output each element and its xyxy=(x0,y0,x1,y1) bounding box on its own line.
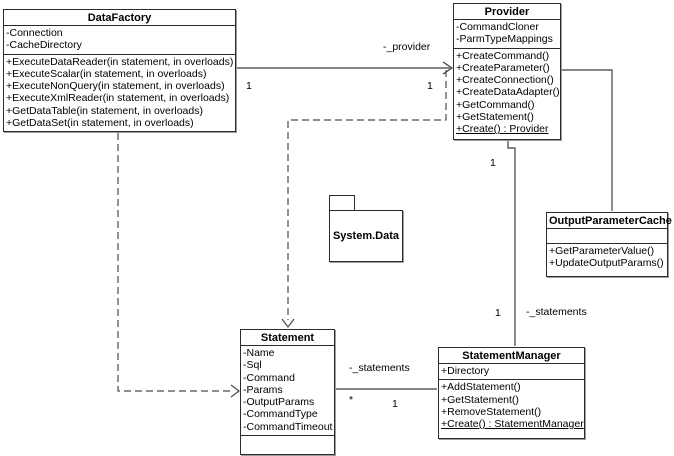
member: -Sql xyxy=(243,359,262,372)
class-box-provider: Provider -CommandCloner-ParmTypeMappings… xyxy=(453,3,561,140)
attributes-compartment: -Connection-CacheDirectory xyxy=(4,25,235,54)
member: +Directory xyxy=(441,365,490,377)
multiplicity-statementmanager-left: 1 xyxy=(392,398,398,410)
association-provider-statementmanager xyxy=(507,140,516,346)
open-arrowhead-statement-left xyxy=(230,384,240,398)
class-title: Statement xyxy=(260,332,315,344)
dependency-datafactory-statement xyxy=(117,133,234,392)
class-box-statementmanager: StatementManager +Directory +AddStatemen… xyxy=(438,347,585,439)
member: -CacheDirectory xyxy=(6,39,82,52)
class-box-outputparametercache: OutputParameterCache +GetParameterValue(… xyxy=(546,212,672,277)
member: +CreateParameter() xyxy=(456,61,550,74)
member: +RemoveStatement() xyxy=(441,405,542,418)
member: +Create() : StatementManager xyxy=(441,418,584,431)
member: +ExecuteNonQuery(in statement, in overlo… xyxy=(6,80,225,93)
member: +GetDataTable(in statement, in overloads… xyxy=(6,104,203,117)
member: +ExecuteDataReader(in statement, in over… xyxy=(6,55,234,68)
member: -Connection xyxy=(6,27,63,39)
attributes-compartment: +Directory xyxy=(439,363,584,379)
member: -Params xyxy=(243,383,283,396)
class-title: DataFactory xyxy=(87,12,152,24)
member: -ParmTypeMappings xyxy=(456,33,553,46)
association-provider-outputparametercache xyxy=(561,69,613,211)
member: +GetParameterValue() xyxy=(549,245,655,257)
member: +GetStatement() xyxy=(456,111,534,124)
attributes-compartment: -Name-Sql-Command-Params-OutputParams-Co… xyxy=(241,345,334,435)
member: +AddStatement() xyxy=(441,381,521,394)
member: -Name xyxy=(243,347,275,359)
member: -CommandCloner xyxy=(456,21,539,33)
class-title: OutputParameterCache xyxy=(549,215,672,227)
attributes-compartment: -CommandCloner-ParmTypeMappings xyxy=(454,19,560,48)
methods-compartment: +GetParameterValue()+UpdateOutputParams(… xyxy=(547,243,667,276)
member: -OutputParams xyxy=(243,396,315,409)
member: +CreateConnection() xyxy=(456,74,554,87)
member: +CreateDataAdapter() xyxy=(456,86,560,99)
role-label-provider: -_provider xyxy=(383,41,431,53)
methods-compartment: +CreateCommand()+CreateParameter()+Creat… xyxy=(454,47,560,139)
dependency-provider-statement xyxy=(287,70,447,320)
multiplicity-statementmanager-top: 1 xyxy=(495,307,501,319)
package-name: System.Data xyxy=(332,230,400,242)
multiplicity-datafactory-end: 1 xyxy=(246,80,252,92)
member: +ExecuteScalar(in statement, in overload… xyxy=(6,67,207,80)
methods-compartment xyxy=(241,435,334,454)
role-label-statements-vertical: -_statements xyxy=(526,306,587,318)
member: -CommandTimeout xyxy=(243,420,333,433)
member: +ExecuteXmlReader(in statement, in overl… xyxy=(6,92,230,105)
package-tab xyxy=(329,195,355,210)
class-box-statement: Statement -Name-Sql-Command-Params-Outpu… xyxy=(240,329,335,455)
package-systemdata: System.Data xyxy=(329,210,403,262)
class-title: StatementManager xyxy=(462,350,561,362)
member: +CreateCommand() xyxy=(456,49,550,62)
multiplicity-statement-end: * xyxy=(349,394,354,406)
attributes-compartment xyxy=(547,228,667,243)
member: -CommandType xyxy=(243,408,318,421)
class-title: Provider xyxy=(484,6,530,18)
class-box-datafactory: DataFactory -Connection-CacheDirectory +… xyxy=(3,9,236,132)
member: +GetCommand() xyxy=(456,98,535,111)
member: +UpdateOutputParams() xyxy=(549,257,664,270)
multiplicity-provider-end: 1 xyxy=(427,80,433,92)
methods-compartment: +ExecuteDataReader(in statement, in over… xyxy=(4,53,235,132)
methods-compartment: +AddStatement()+GetStatement()+RemoveSta… xyxy=(439,379,584,438)
member: +Create() : Provider xyxy=(456,123,549,136)
member: -Command xyxy=(243,371,295,384)
role-label-statements-horizontal: -_statements xyxy=(349,362,410,374)
member: +GetStatement() xyxy=(441,393,519,406)
member: +GetDataSet(in statement, in overloads) xyxy=(6,117,194,130)
open-arrowhead-statement-top xyxy=(281,318,295,328)
multiplicity-provider-top: 1 xyxy=(490,157,496,169)
